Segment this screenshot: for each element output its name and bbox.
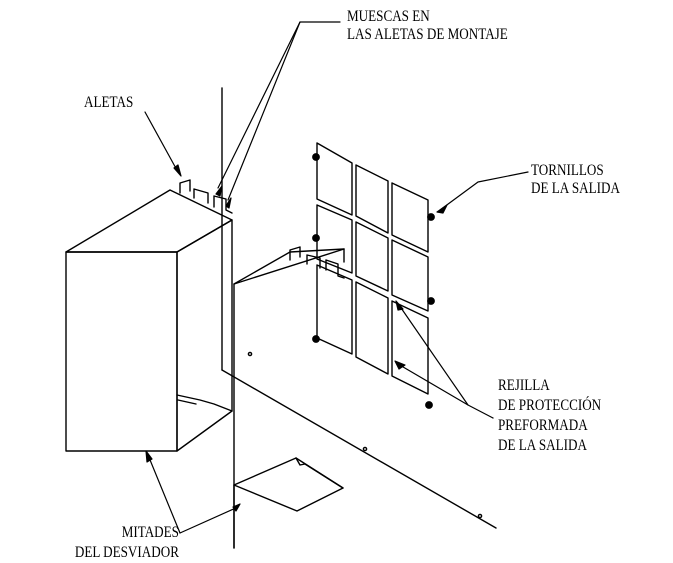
- leader-lines: [144, 21, 529, 534]
- vertical-guide-line: [221, 87, 497, 529]
- label-rejilla-line4: DE LA SALIDA: [498, 437, 587, 454]
- label-mitades-line1: MITADES: [121, 524, 179, 541]
- label-muescas-line2: LAS ALETAS DE MONTAJE: [347, 26, 508, 43]
- label-rejilla-line1: REJILLA: [498, 377, 550, 394]
- label-mitades: MITADES DEL DESVIADOR: [75, 523, 179, 563]
- deflector-half-right: [233, 246, 483, 549]
- label-rejilla: REJILLA DE PROTECCIÓN PREFORMADA DE LA S…: [498, 376, 601, 456]
- label-muescas-line1: MUESCAS EN: [347, 8, 430, 25]
- label-rejilla-line2: DE PROTECCIÓN: [498, 397, 602, 414]
- label-tornillos-line1: TORNILLOS: [531, 162, 604, 179]
- deflector-half-left: [65, 179, 233, 452]
- label-tornillos-line2: DE LA SALIDA: [531, 180, 620, 197]
- label-rejilla-line3: PREFORMADA: [498, 417, 588, 434]
- label-muescas: MUESCAS EN LAS ALETAS DE MONTAJE: [347, 8, 508, 44]
- label-mitades-line2: DEL DESVIADOR: [74, 544, 179, 561]
- outlet-grille: [312, 142, 435, 409]
- label-aletas-line1: ALETAS: [84, 94, 134, 111]
- label-tornillos: TORNILLOS DE LA SALIDA: [531, 162, 620, 198]
- label-aletas: ALETAS: [84, 94, 133, 112]
